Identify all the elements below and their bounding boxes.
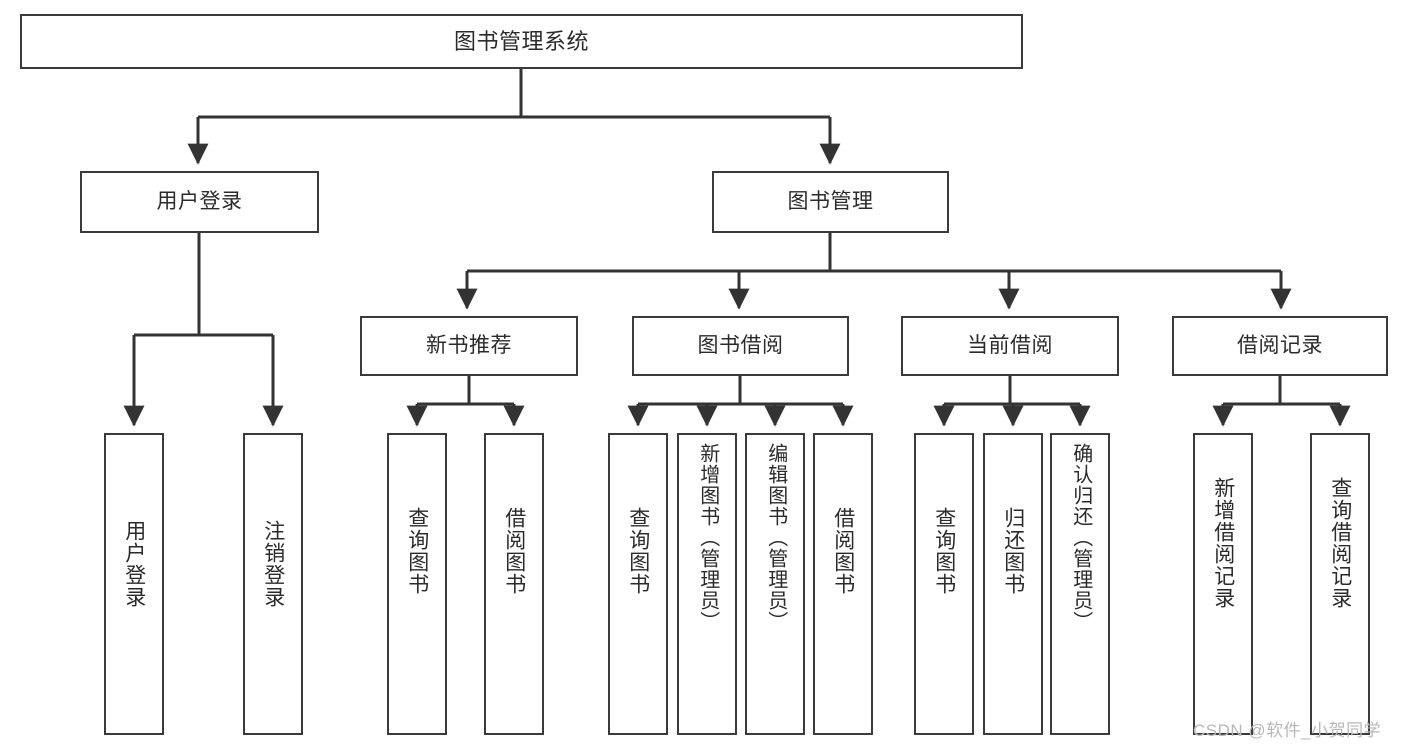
- node-label: 确认归还（管理员）: [1069, 443, 1092, 632]
- node-leaf-query-book-2[interactable]: 查询图书: [608, 433, 668, 735]
- node-label: 新增借阅记录: [1211, 477, 1235, 609]
- node-user-login[interactable]: 用户登录: [80, 171, 319, 233]
- node-label: 新增图书（管理员）: [696, 443, 719, 632]
- node-label: 借阅图书: [502, 507, 526, 595]
- node-label: 归还图书: [1001, 507, 1025, 595]
- node-leaf-logout[interactable]: 注销登录: [243, 433, 303, 735]
- node-label: 查询图书: [405, 507, 429, 595]
- node-leaf-query-book-1[interactable]: 查询图书: [387, 433, 447, 735]
- node-leaf-user-login[interactable]: 用户登录: [104, 433, 164, 735]
- node-leaf-edit-book[interactable]: 编辑图书（管理员）: [745, 433, 805, 735]
- node-leaf-confirm-return[interactable]: 确认归还（管理员）: [1050, 433, 1110, 735]
- node-leaf-return-book[interactable]: 归还图书: [983, 433, 1043, 735]
- node-new-book-recommend[interactable]: 新书推荐: [360, 316, 578, 376]
- node-label: 当前借阅: [967, 333, 1053, 357]
- node-label: 用户登录: [122, 520, 146, 608]
- node-label: 用户登录: [156, 189, 243, 213]
- node-label: 借阅记录: [1237, 333, 1323, 357]
- node-current-borrow[interactable]: 当前借阅: [901, 316, 1119, 376]
- node-leaf-borrow-book-2[interactable]: 借阅图书: [813, 433, 873, 735]
- csdn-watermark: CSDN @软件_小贺同学: [1193, 721, 1382, 740]
- node-label: 图书管理: [787, 189, 874, 213]
- node-leaf-query-book-3[interactable]: 查询图书: [914, 433, 974, 735]
- node-label: 查询借阅记录: [1328, 477, 1352, 609]
- node-book-manage[interactable]: 图书管理: [712, 171, 949, 233]
- node-label: 借阅图书: [831, 507, 855, 595]
- node-leaf-query-record[interactable]: 查询借阅记录: [1310, 433, 1370, 735]
- node-leaf-add-book[interactable]: 新增图书（管理员）: [677, 433, 737, 735]
- node-root-system[interactable]: 图书管理系统: [20, 14, 1023, 69]
- node-leaf-borrow-book-1[interactable]: 借阅图书: [484, 433, 544, 735]
- node-borrow-record[interactable]: 借阅记录: [1172, 316, 1388, 376]
- node-label: 查询图书: [932, 507, 956, 595]
- node-label: 新书推荐: [426, 333, 512, 357]
- node-leaf-add-record[interactable]: 新增借阅记录: [1193, 433, 1253, 735]
- node-book-borrow[interactable]: 图书借阅: [632, 316, 849, 376]
- node-label: 查询图书: [626, 507, 650, 595]
- node-label: 编辑图书（管理员）: [764, 443, 787, 632]
- node-label: 图书借阅: [697, 333, 784, 357]
- node-label: 注销登录: [261, 520, 285, 608]
- node-label: 图书管理系统: [453, 28, 589, 54]
